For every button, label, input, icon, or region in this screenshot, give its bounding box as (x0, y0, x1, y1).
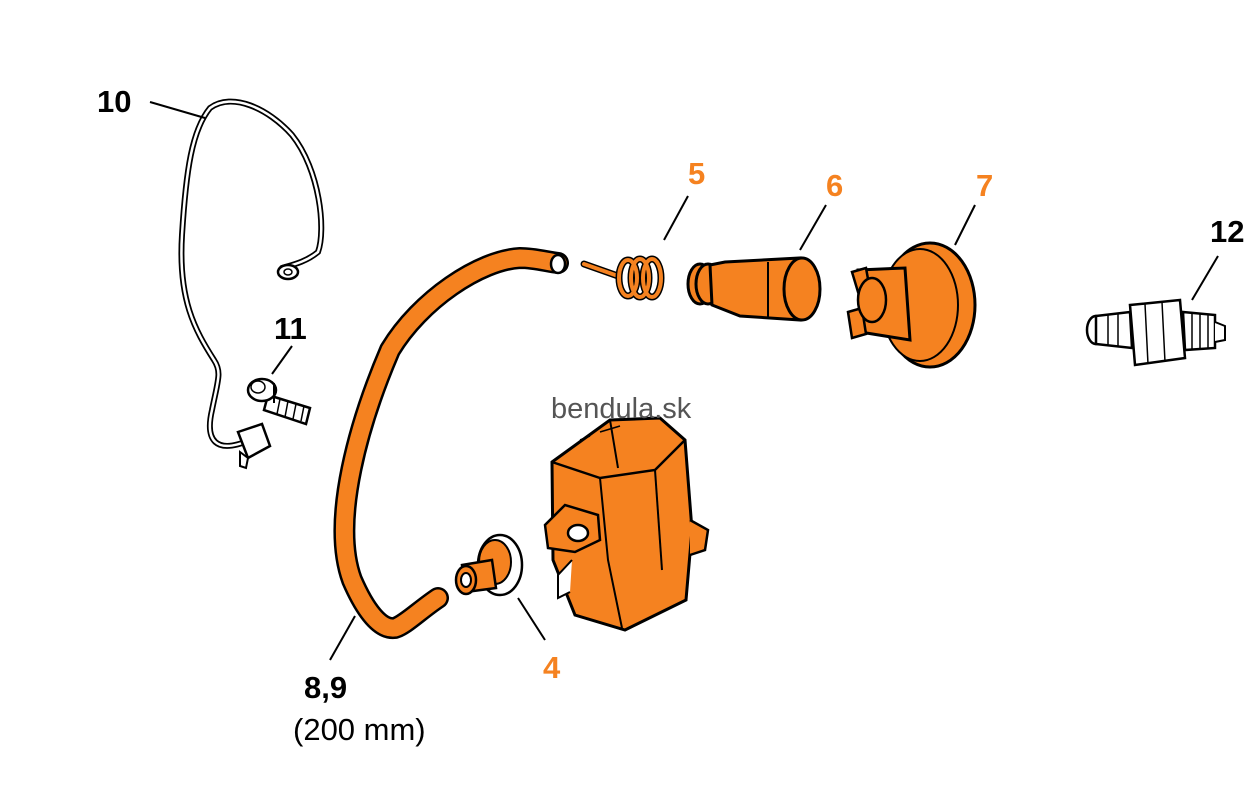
label-part-8-9-length: (200 mm) (293, 712, 426, 747)
part-11-screw (246, 345, 312, 426)
part-7-rubber-boot (846, 204, 977, 369)
part-4-grommet (454, 533, 546, 641)
label-part-4: 4 (543, 650, 561, 685)
ignition-module (543, 416, 710, 632)
part-10-ground-wire (149, 98, 325, 470)
label-part-7: 7 (976, 168, 994, 203)
part-5-spring (580, 195, 689, 301)
part-6-plug-cap (686, 204, 827, 322)
part-12-spark-plug (1085, 255, 1226, 367)
watermark: bendula.sk (551, 393, 692, 425)
label-part-6: 6 (826, 168, 844, 203)
label-part-8-9: 8,9 (304, 670, 348, 705)
part-8-9-ignition-lead (329, 246, 569, 661)
label-part-5: 5 (688, 156, 706, 191)
label-part-12: 12 (1210, 214, 1245, 249)
label-part-11: 11 (274, 311, 307, 346)
label-part-10: 10 (97, 84, 132, 119)
